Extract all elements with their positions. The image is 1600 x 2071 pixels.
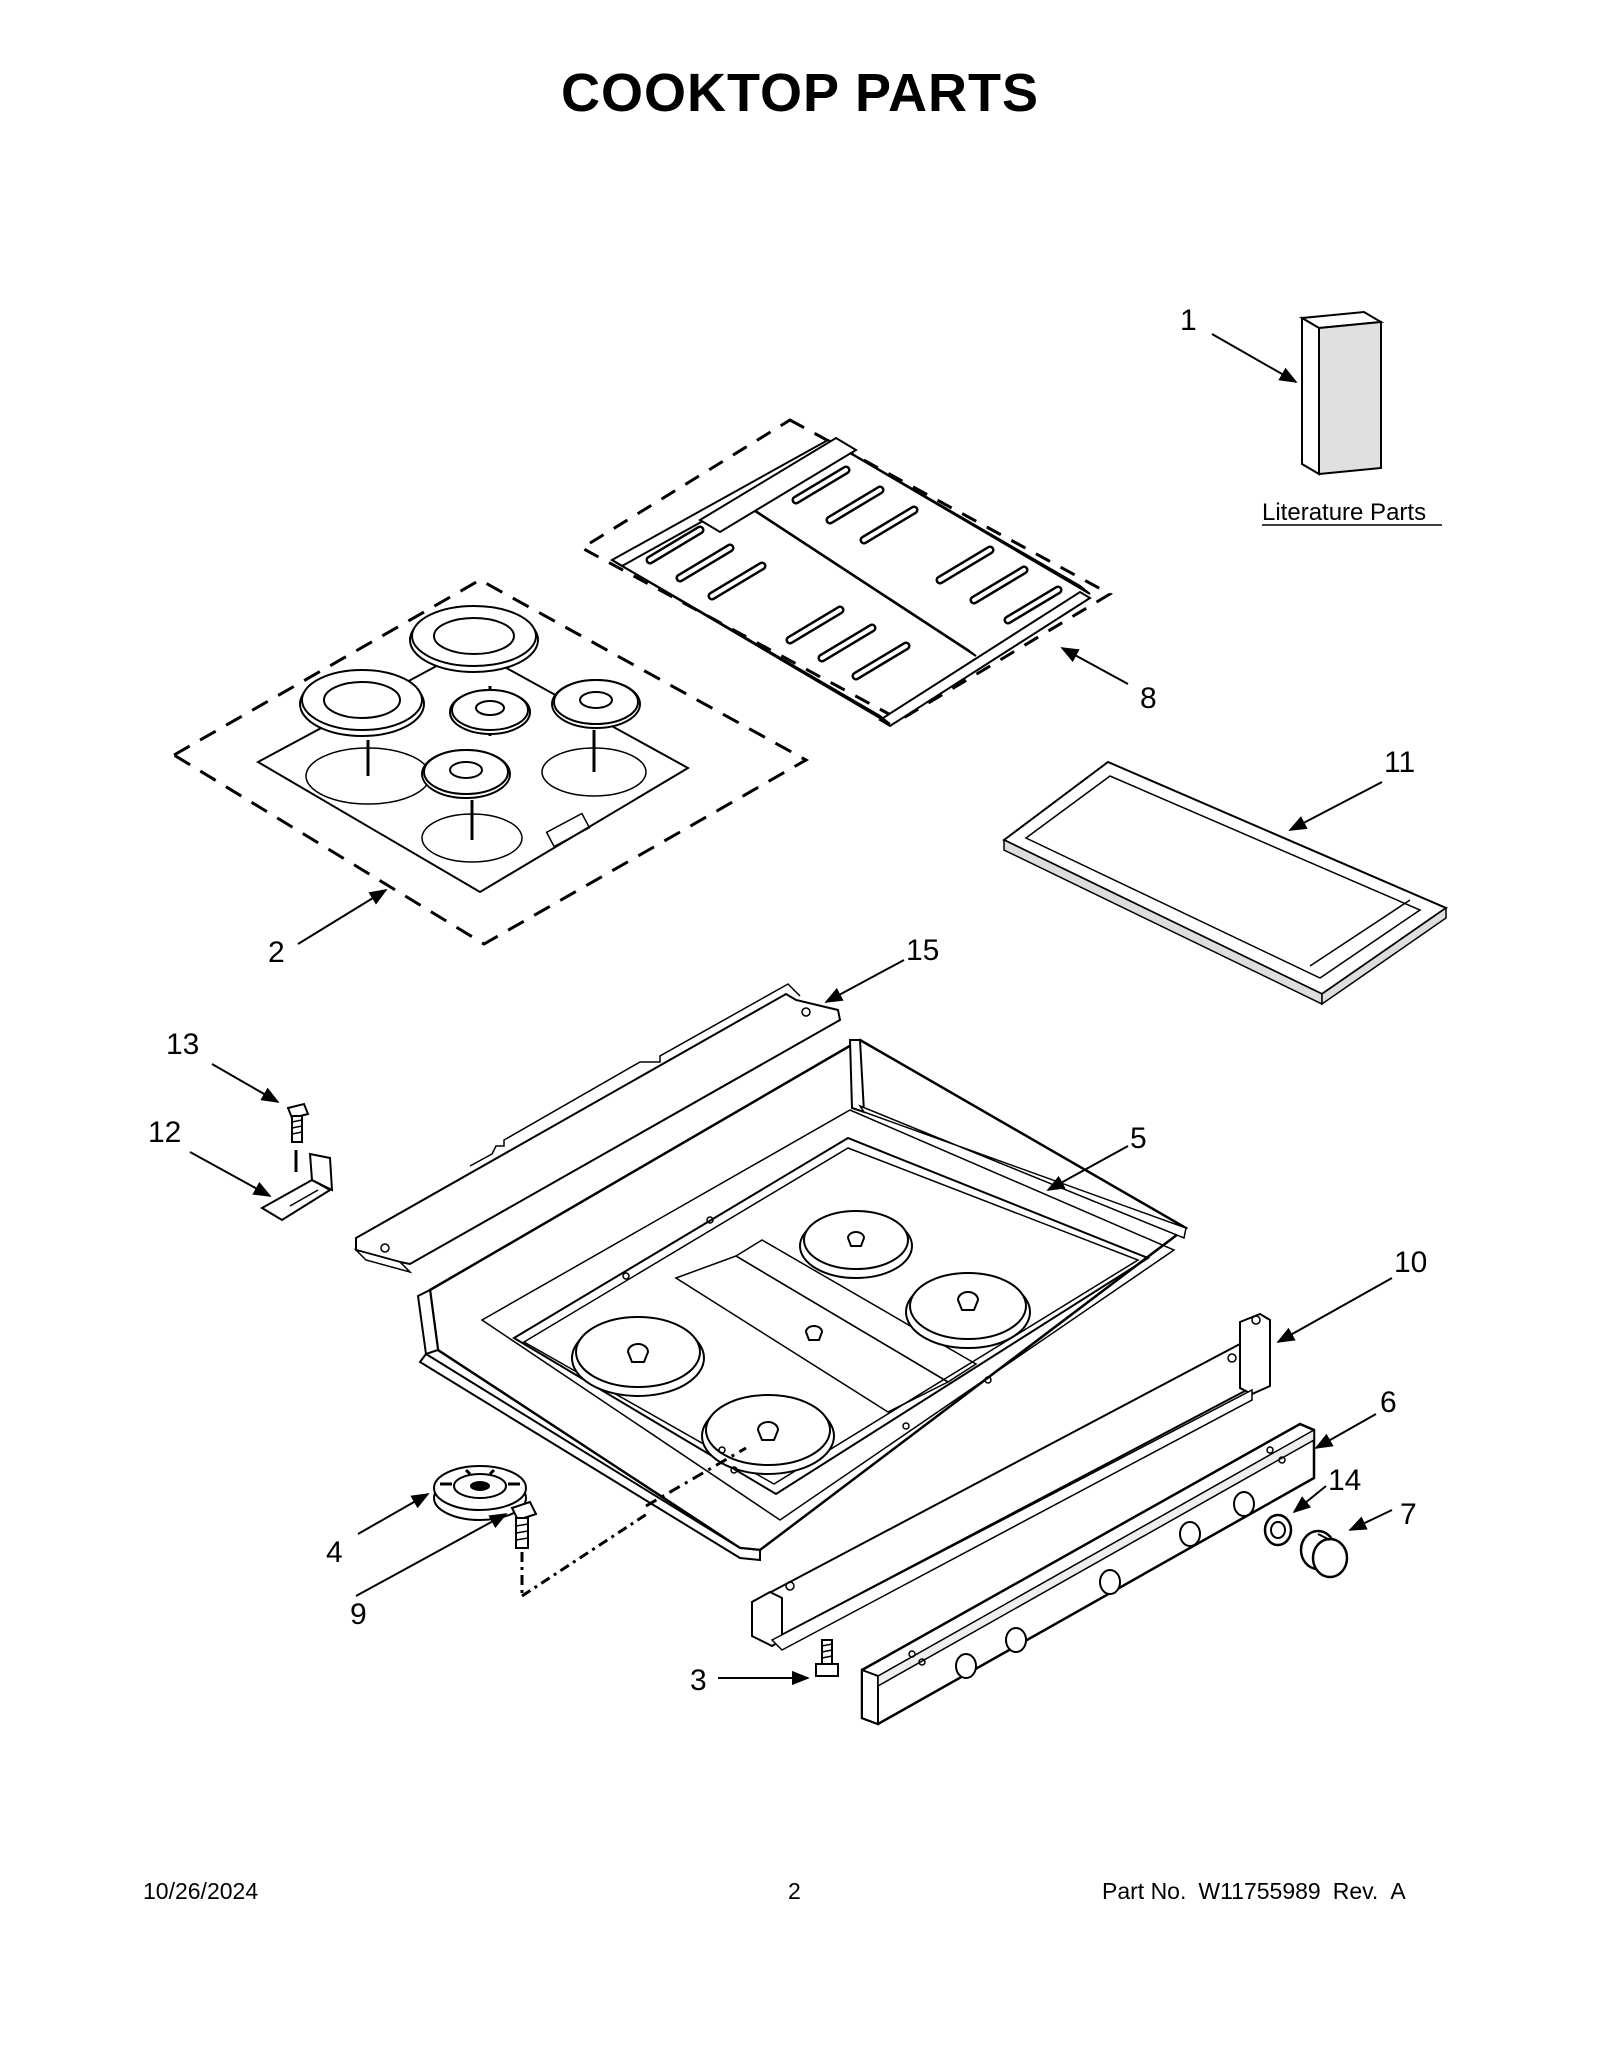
part-no-label: Part No. [1102,1878,1187,1904]
leader-lines [189,333,1393,1686]
literature-parts-booklet[interactable] [1298,310,1385,476]
footer-part-number: Part No. W11755989 Rev. A [1102,1878,1418,1905]
footer-date: 10/26/2024 [143,1878,259,1904]
callout-4: 4 [326,1536,343,1569]
callout-10: 10 [1394,1246,1427,1279]
callout-14: 14 [1328,1464,1361,1497]
literature-parts-label: Literature Parts [1262,499,1426,526]
bracket-12[interactable] [260,1152,334,1222]
screw-9[interactable] [510,1500,651,1598]
rear-trim[interactable] [353,983,842,1274]
callout-6: 6 [1380,1386,1397,1419]
part-number: W11755989 [1198,1878,1321,1904]
callout-15: 15 [906,934,939,967]
callout-7: 7 [1400,1498,1417,1531]
callout-2: 2 [268,936,285,969]
callout-5: 5 [1130,1122,1147,1155]
callout-11: 11 [1384,746,1415,779]
manifold-panel[interactable] [751,1312,1271,1651]
callout-3: 3 [690,1664,707,1697]
callout-12: 12 [148,1116,181,1149]
cooktop-burner-caps[interactable] [171,578,810,946]
footer-page-number: 2 [788,1878,801,1904]
burner-base[interactable] [433,1465,527,1521]
callout-9: 9 [350,1598,367,1631]
page-title: COOKTOP PARTS [560,63,1040,123]
main-top[interactable] [416,1038,1189,1562]
callout-13: 13 [166,1028,199,1061]
callout-1: 1 [1180,304,1197,337]
control-panel[interactable] [860,1422,1316,1726]
griddle[interactable] [1002,760,1449,1006]
control-knob[interactable] [1299,1529,1349,1579]
knob-bezel[interactable] [1263,1513,1293,1547]
grates-assembly[interactable] [579,418,1114,728]
screw-13[interactable] [286,1102,310,1172]
screw-3[interactable] [815,1639,839,1677]
rev-label: Rev. [1332,1878,1379,1904]
rev-value: A [1390,1878,1406,1904]
callout-8: 8 [1140,682,1157,715]
